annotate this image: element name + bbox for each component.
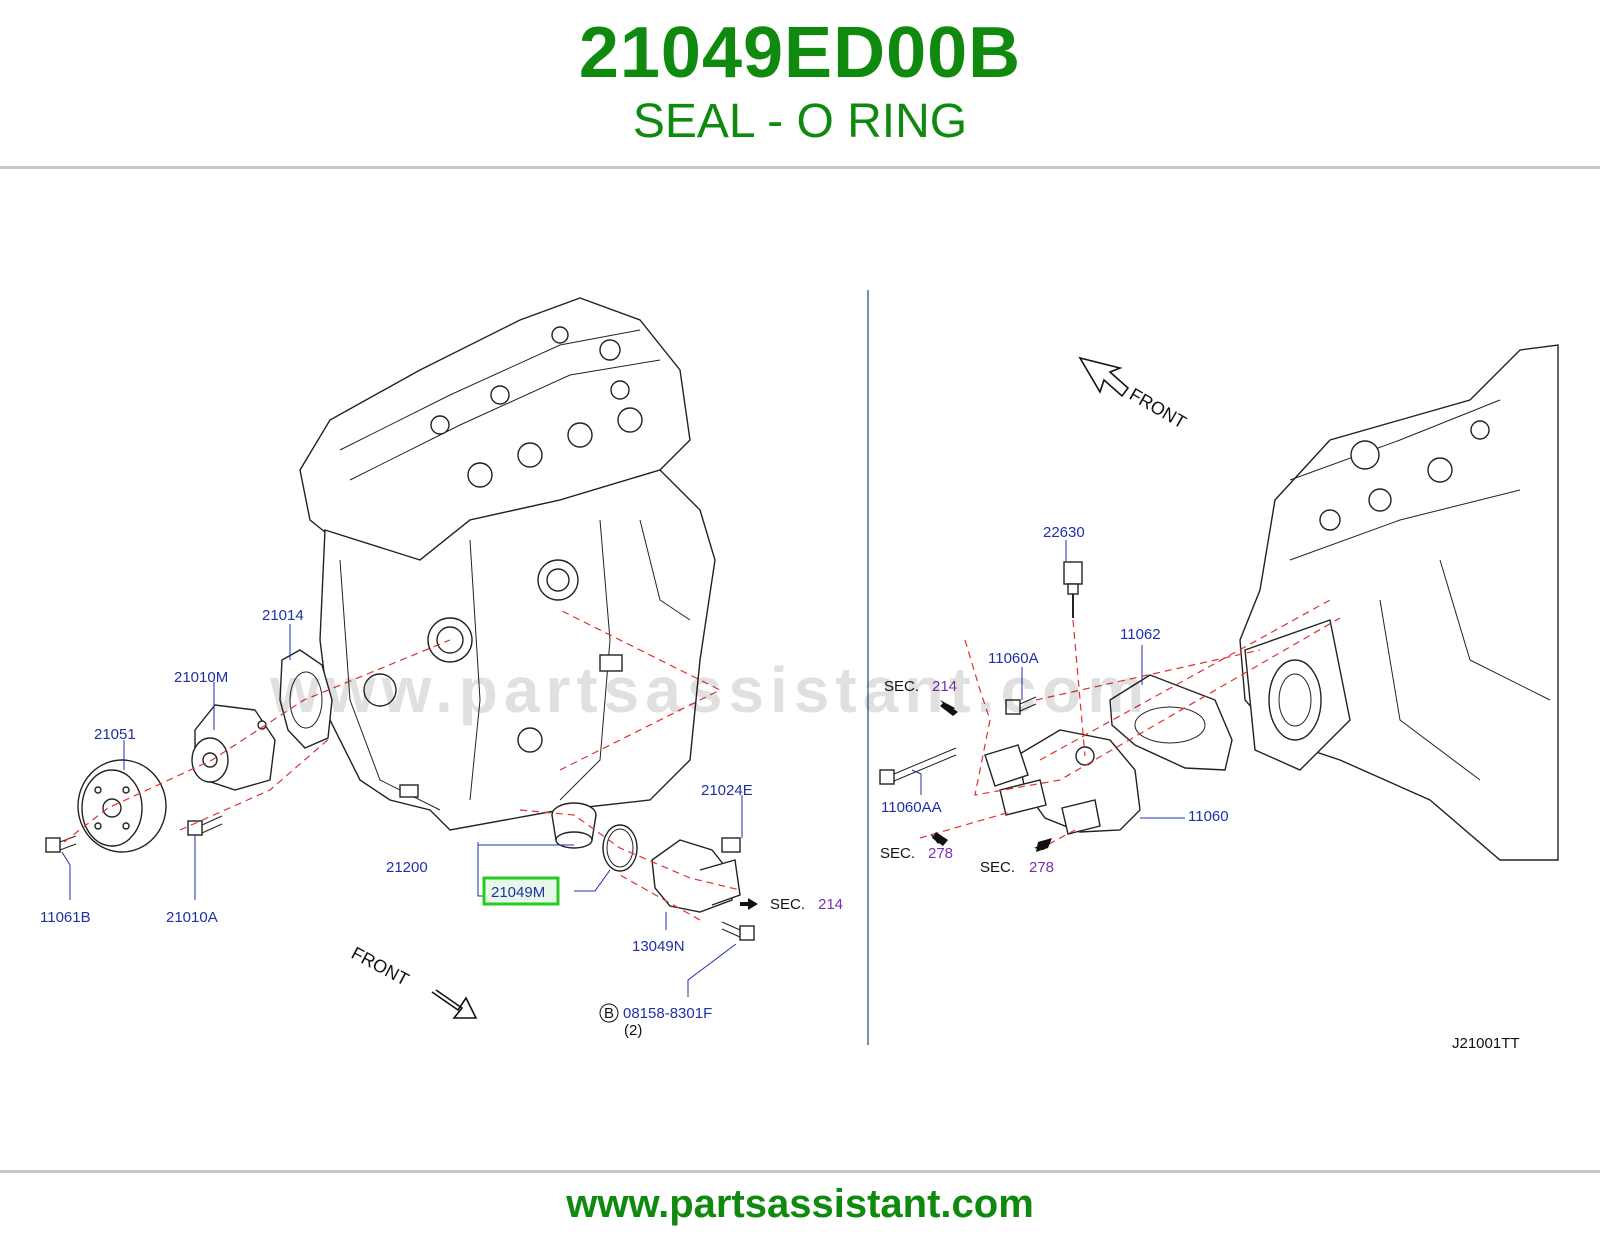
label-08158-qty: (2) [624,1022,642,1039]
front-label-left: FRONT [348,943,412,990]
water-outlet-11060 [984,729,1141,835]
label-11060[interactable]: 11060 [1188,808,1229,825]
label-sec-left: SEC. [770,896,805,913]
label-22630[interactable]: 22630 [1043,524,1085,541]
label-sec-278-right-1[interactable]: 278 [928,845,953,862]
label-11060AA[interactable]: 11060AA [881,799,942,816]
label-08158-8301F[interactable]: 08158-8301F [623,1005,712,1022]
sec-arrow-right-2 [930,832,948,846]
label-11061B[interactable]: 11061B [40,909,91,926]
front-arrow-right-icon [1078,356,1130,398]
engine-block-right [1239,344,1559,861]
part-number-title: 21049ED00B [578,13,1022,93]
footer-divider [0,1170,1600,1173]
bolt-11060AA [879,747,957,785]
label-11062[interactable]: 11062 [1120,626,1161,643]
header-divider [0,166,1600,169]
sec-arrow-right-1 [940,700,958,716]
label-sec-right-3: SEC. [980,859,1015,876]
label-sec-right-2: SEC. [880,845,915,862]
front-label-right: FRONT [1126,384,1190,432]
label-21010A[interactable]: 21010A [166,909,218,926]
bolt-11061B [45,835,77,853]
label-21024E[interactable]: 21024E [701,782,753,799]
label-21200[interactable]: 21200 [386,859,428,876]
water-inlet-13049N [651,837,741,913]
page-header: 21049ED00B SEAL - O RING [0,0,1600,170]
sec-arrow-left [740,898,758,910]
label-21049M[interactable]: 21049M [491,884,545,901]
label-sec-214-left[interactable]: 214 [818,896,843,913]
sensor-22630 [1063,561,1083,618]
label-13049N[interactable]: 13049N [632,938,685,955]
pulley-21051 [77,759,167,853]
label-sec-214-right[interactable]: 214 [932,678,957,695]
bolt-11060A [1005,696,1037,715]
badge-B-circle [599,1003,619,1023]
part-description: SEAL - O RING [632,95,968,148]
engine-block-left [299,297,716,831]
label-21014[interactable]: 21014 [262,607,304,624]
water-pump-21010M [191,704,276,791]
label-sec-right-1: SEC. [884,678,919,695]
diagram-code: J21001TT [1452,1035,1520,1052]
label-sec-278-right-2[interactable]: 278 [1029,859,1054,876]
label-21010M[interactable]: 21010M [174,669,228,686]
sec-arrow-right-3 [1034,838,1052,852]
watermark: www.partsassistant.com [269,654,1150,726]
highlight-box-21049M [482,876,560,906]
label-11060A[interactable]: 11060A [988,650,1039,667]
label-21051[interactable]: 21051 [94,726,136,743]
footer-url[interactable]: www.partsassistant.com [566,1182,1034,1226]
bolt-08158-8301F [721,921,755,941]
front-arrow-left-icon [431,989,478,1019]
badge-B: B [604,1005,614,1022]
